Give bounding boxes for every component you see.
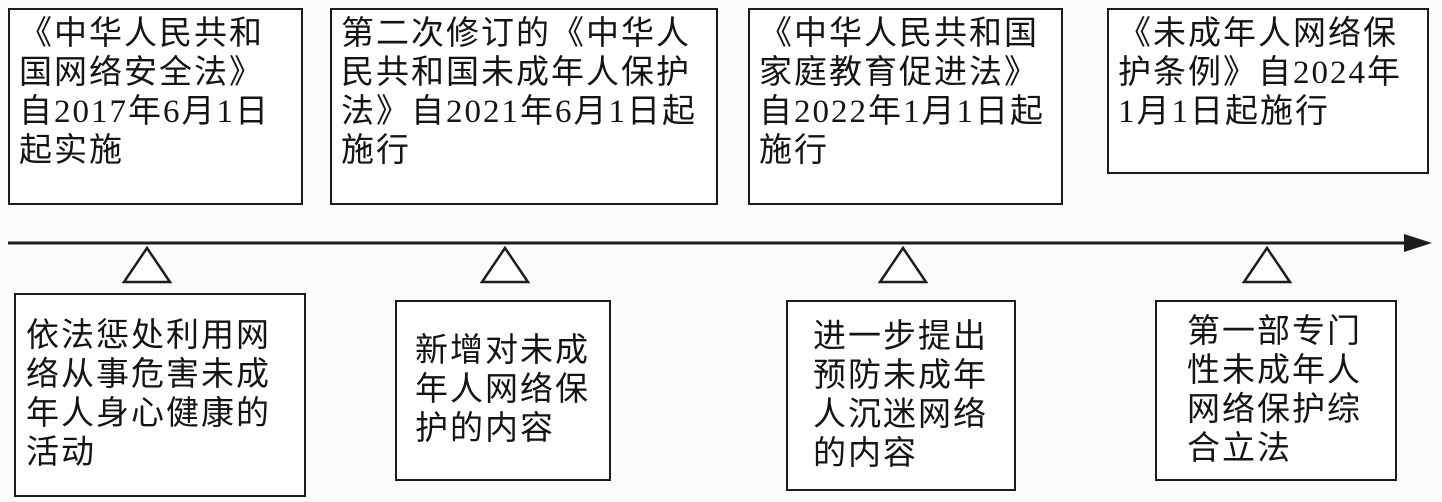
note-text-1: 依法惩处利用网络从事危害未成年人身心健康的活动 <box>26 318 271 471</box>
law-box-3: 《中华人民共和国家庭教育促进法》自2022年1月1日起施行 <box>748 8 1063 205</box>
timeline-arrow <box>8 234 1432 284</box>
arrowhead-icon <box>1404 234 1432 252</box>
timeline-marker-triangle-4 <box>1241 245 1293 284</box>
note-box-2: 新增对未成年人网络保护的内容 <box>395 300 611 481</box>
law-text-3: 《中华人民共和国家庭教育促进法》自2022年1月1日起施行 <box>759 16 1045 169</box>
note-box-4: 第一部专门性未成年人网络保护综合立法 <box>1155 300 1397 481</box>
law-box-1: 《中华人民共和国网络安全法》自2017年6月1日起实施 <box>8 8 303 205</box>
law-box-4: 《未成年人网络保护条例》自2024年1月1日起施行 <box>1107 8 1429 174</box>
note-box-1: 依法惩处利用网络从事危害未成年人身心健康的活动 <box>14 293 306 497</box>
law-box-2: 第二次修订的《中华人民共和国未成年人保护法》自2021年6月1日起施行 <box>330 8 718 205</box>
note-text-4: 第一部专门性未成年人网络保护综合立法 <box>1187 313 1362 467</box>
note-text-2: 新增对未成年人网络保护的内容 <box>415 333 590 447</box>
law-text-2: 第二次修订的《中华人民共和国未成年人保护法》自2021年6月1日起施行 <box>341 16 697 169</box>
timeline-marker-triangle-3 <box>877 245 929 284</box>
timeline-marker-triangle-2 <box>479 245 531 284</box>
law-text-4: 《未成年人网络保护条例》自2024年1月1日起施行 <box>1118 16 1402 130</box>
note-box-3: 进一步提出预防未成年人沉迷网络的内容 <box>786 300 1016 491</box>
timeline-marker-triangle-1 <box>121 245 173 284</box>
note-text-3: 进一步提出预防未成年人沉迷网络的内容 <box>813 318 988 472</box>
law-text-1: 《中华人民共和国网络安全法》自2017年6月1日起实施 <box>19 16 270 169</box>
